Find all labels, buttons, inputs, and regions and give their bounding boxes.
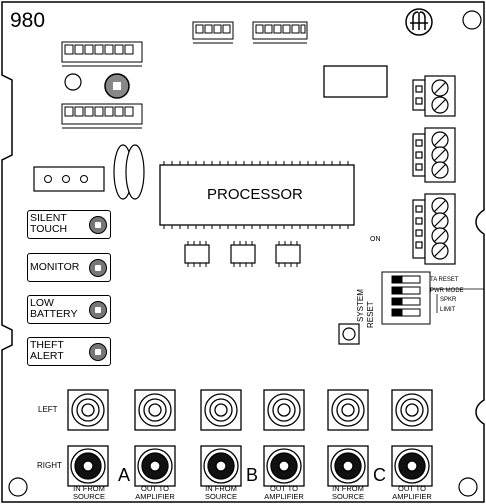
- dip-label-spkr: SPKR: [440, 297, 457, 303]
- left-channel-label: LEFT: [38, 405, 58, 414]
- dip-switch: [381, 271, 431, 325]
- model-number: 980: [10, 9, 46, 32]
- dip-label-limit: LIMIT: [440, 307, 456, 313]
- header-connector: [192, 21, 308, 44]
- channel-letter-c: C: [373, 465, 386, 485]
- mounting-hole-icon: [8, 477, 28, 497]
- indicator-monitor: MONITOR: [27, 253, 111, 282]
- system-reset-label: RESET: [366, 301, 375, 328]
- relay-component: [323, 65, 388, 98]
- right-channel-label: RIGHT: [37, 461, 62, 470]
- dip-label-pwr-mode: PWR MODE: [430, 288, 464, 294]
- indicator-label: ALERT: [30, 350, 64, 362]
- rca-jack-right-row: [67, 445, 433, 487]
- led-icon: [89, 215, 107, 234]
- indicator-label: BATTERY: [30, 308, 78, 320]
- dip-label-ta-reset: TA RESET: [430, 277, 459, 283]
- led-icon: [89, 300, 107, 319]
- indicator-label: LOW: [30, 297, 54, 309]
- indicator-label: SILENT: [30, 212, 67, 224]
- mounting-hole-icon: [462, 10, 482, 30]
- processor-chip: [159, 164, 355, 226]
- small-chip: [184, 244, 301, 264]
- channel-letter-a: A: [118, 465, 131, 485]
- on-label: ON: [370, 236, 381, 243]
- mounting-hole-icon: [458, 477, 478, 497]
- rca-jack-left-row: [67, 389, 433, 431]
- indicator-label: TOUCH: [30, 223, 68, 235]
- rh-monogram-logo: [405, 8, 433, 36]
- led-icon: [89, 258, 107, 277]
- processor-pins: [163, 161, 349, 229]
- led-icon: [89, 342, 107, 361]
- hole-icon: [64, 73, 82, 91]
- channel-letter-b: B: [246, 465, 259, 485]
- indicator-label: THEFT: [30, 339, 64, 351]
- processor-label: PROCESSOR: [207, 186, 303, 203]
- system-reset-label: SYSTEM: [356, 289, 365, 322]
- indicator-label: MONITOR: [30, 261, 80, 273]
- header-connector: [61, 41, 143, 129]
